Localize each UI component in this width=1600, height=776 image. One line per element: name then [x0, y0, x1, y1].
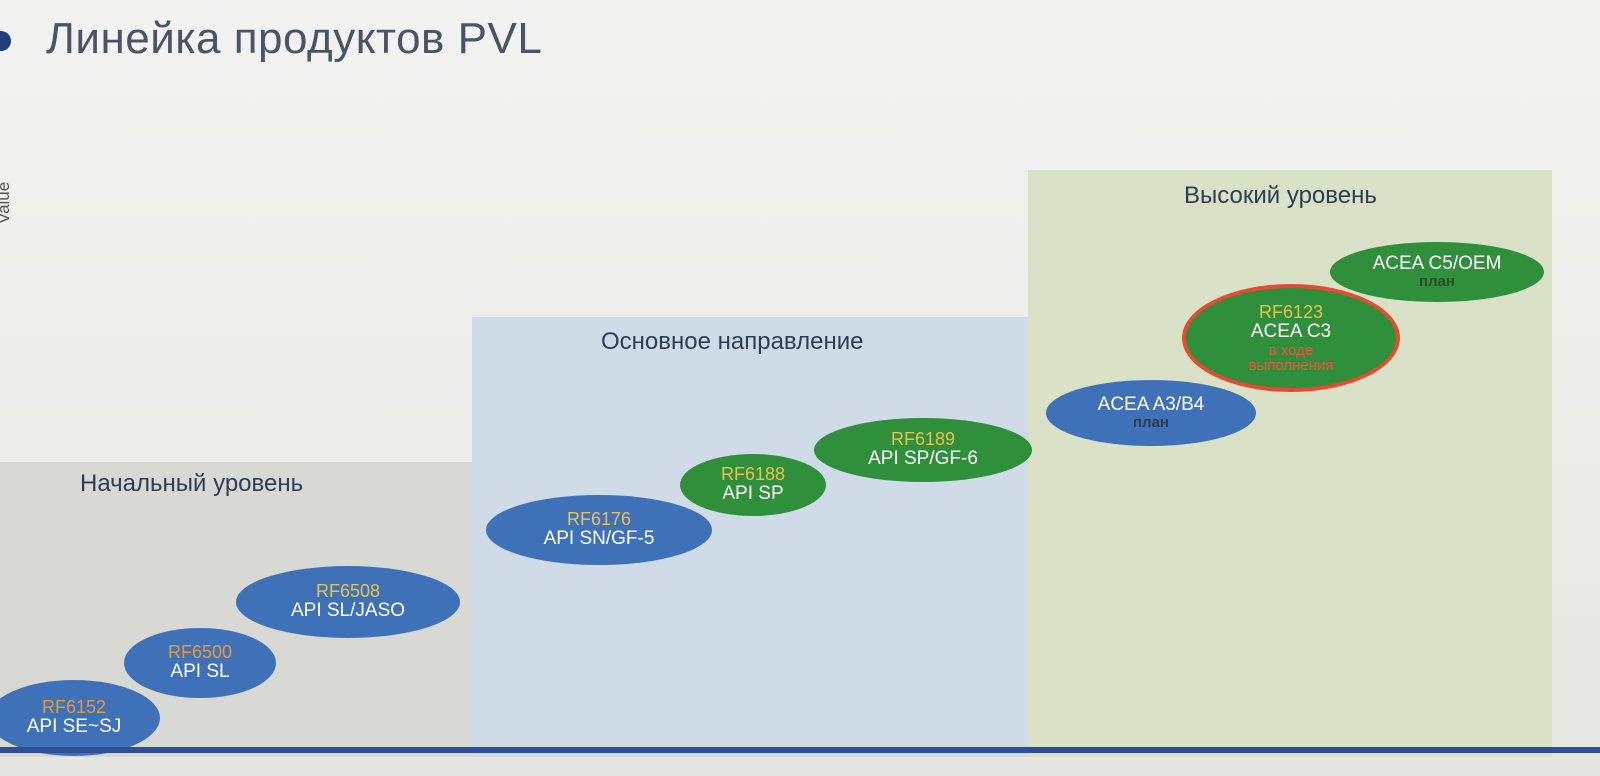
product-status: в ходе: [1268, 341, 1314, 359]
product-oval-rf6189: RF6189 API SP/GF-6: [814, 418, 1032, 482]
product-spec: API SL: [170, 661, 230, 683]
product-code: RF6500: [167, 642, 233, 663]
axis-label: Value: [0, 181, 13, 224]
product-oval-rf6500: RF6500 API SL: [124, 628, 276, 698]
product-spec: ACEA A3/B4: [1097, 393, 1205, 415]
product-spec: API SP/GF-6: [868, 448, 978, 470]
baseline-divider: [0, 747, 1600, 753]
product-code: RF6188: [720, 464, 786, 485]
product-spec: API SL/JASO: [290, 600, 406, 622]
product-oval-rf6508: RF6508 API SL/JASO: [236, 566, 460, 638]
product-code: RF6152: [41, 697, 107, 718]
title-bullet-icon: [0, 31, 11, 51]
product-code: RF6176: [566, 509, 632, 530]
product-oval-rf6176: RF6176 API SN/GF-5: [486, 495, 712, 565]
product-oval-acea-c5-oem: ACEA C5/OEM план: [1330, 242, 1544, 302]
panel-high-title: Высокий уровень: [1184, 182, 1377, 209]
product-code: RF6189: [890, 429, 956, 450]
product-note: план: [1133, 414, 1169, 432]
product-status: выполнения: [1248, 356, 1334, 374]
product-spec: API SN/GF-5: [543, 528, 655, 550]
panel-basic-title: Начальный уровень: [80, 470, 304, 497]
product-oval-rf6123: RF6123 ACEA C3 в ходе выполнения: [1186, 288, 1396, 388]
product-spec: API SP: [722, 483, 784, 505]
product-oval-rf6152: RF6152 API SE~SJ: [0, 680, 160, 756]
product-spec: ACEA C3: [1250, 321, 1332, 343]
product-spec: ACEA C5/OEM: [1372, 252, 1502, 274]
panel-main-title: Основное направление: [601, 328, 864, 355]
page-title: Линейка продуктов PVL: [46, 14, 543, 63]
product-code: RF6123: [1258, 302, 1324, 323]
product-oval-rf6188: RF6188 API SP: [680, 454, 826, 516]
product-note: план: [1419, 273, 1455, 291]
product-spec: API SE~SJ: [26, 716, 122, 738]
product-code: RF6508: [315, 581, 381, 602]
product-oval-acea-a3b4: ACEA A3/B4 план: [1046, 380, 1256, 446]
